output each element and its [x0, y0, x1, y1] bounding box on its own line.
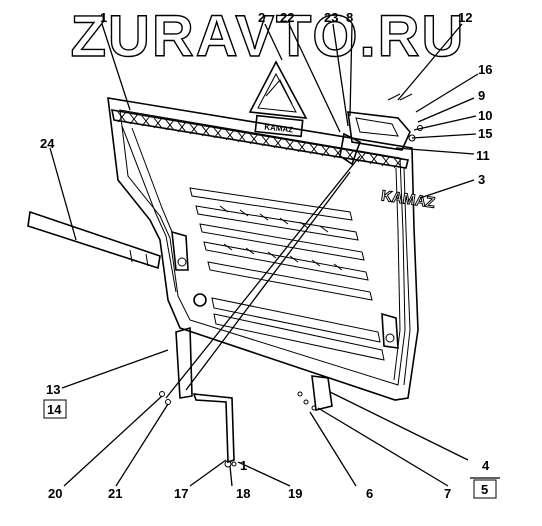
support-rod [192, 393, 237, 468]
grille-slats [189, 187, 385, 361]
lock-mechanism [339, 93, 423, 166]
label-10: 10 [478, 108, 492, 123]
leader-cross-2 [185, 171, 351, 391]
label-22: 22 [280, 10, 294, 25]
label-19: 19 [288, 486, 302, 501]
label-5: 5 [481, 482, 488, 497]
leader-cross-1 [165, 155, 361, 399]
label-20: 20 [48, 486, 62, 501]
lower-bracket-left [159, 326, 193, 405]
leader-lines [49, 23, 500, 487]
label-7: 7 [444, 486, 451, 501]
label-21: 21 [108, 486, 122, 501]
label-14: 14 [47, 402, 62, 417]
label-9: 9 [478, 88, 485, 103]
left-hinge [171, 230, 189, 271]
right-hinge [381, 312, 399, 349]
watermark-text: ZURAVTO.RU [71, 4, 466, 69]
label-13: 13 [46, 382, 60, 397]
label-24: 24 [40, 136, 55, 151]
grille-knob [193, 293, 207, 307]
badge-text: KAMAZ [380, 187, 436, 211]
kamaz-badge: KAMAZ [380, 187, 437, 212]
label-8: 8 [346, 10, 353, 25]
label-18: 18 [236, 486, 250, 501]
grille-top-rail [110, 109, 409, 169]
label-4: 4 [482, 458, 490, 473]
label-23: 23 [324, 10, 338, 25]
seal-strip [27, 210, 161, 270]
label-1-lower: 1 [240, 458, 247, 473]
label-16: 16 [478, 62, 492, 77]
lower-bracket-right [297, 375, 333, 411]
label-17: 17 [174, 486, 188, 501]
kamaz-emblem: KAMAZ [248, 60, 308, 138]
label-2: 2 [258, 10, 265, 25]
label-6: 6 [366, 486, 373, 501]
grille-panel [107, 97, 419, 401]
emblem-text: KAMAZ [264, 123, 294, 135]
label-12: 12 [458, 10, 472, 25]
label-3: 3 [478, 172, 485, 187]
label-15: 15 [478, 126, 492, 141]
label-11: 11 [476, 148, 490, 163]
label-1: 1 [100, 10, 107, 25]
